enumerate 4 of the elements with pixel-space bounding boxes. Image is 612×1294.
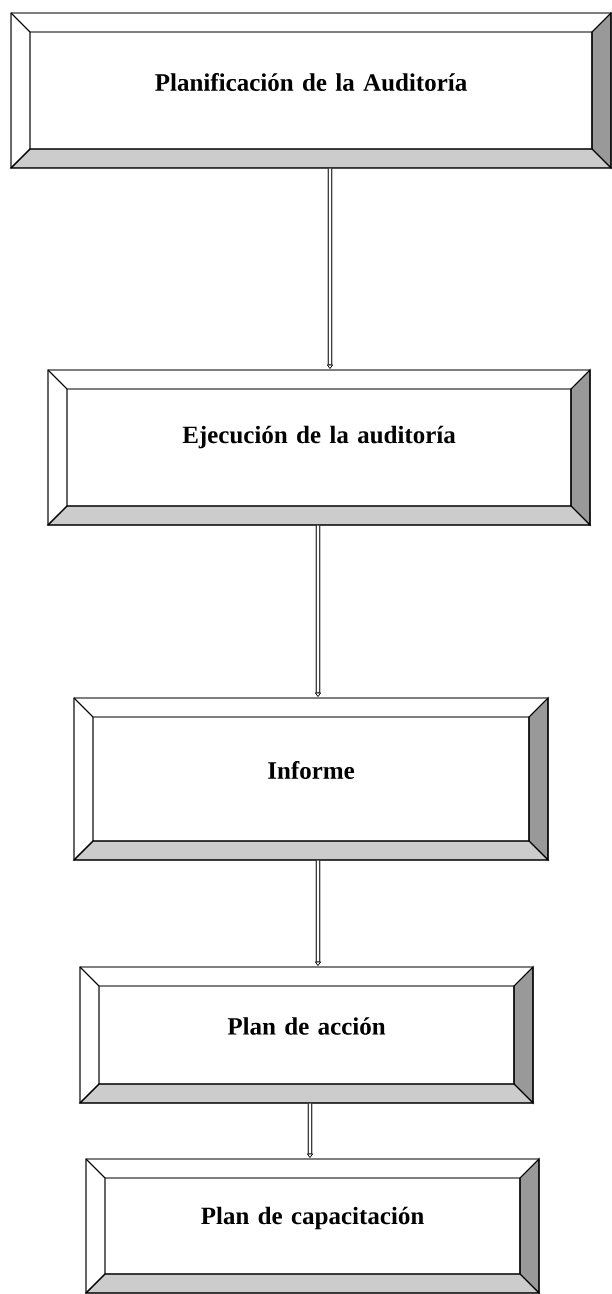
arrow <box>306 1103 314 1159</box>
arrow <box>314 860 322 967</box>
arrow <box>326 168 334 370</box>
arrow <box>314 525 322 698</box>
